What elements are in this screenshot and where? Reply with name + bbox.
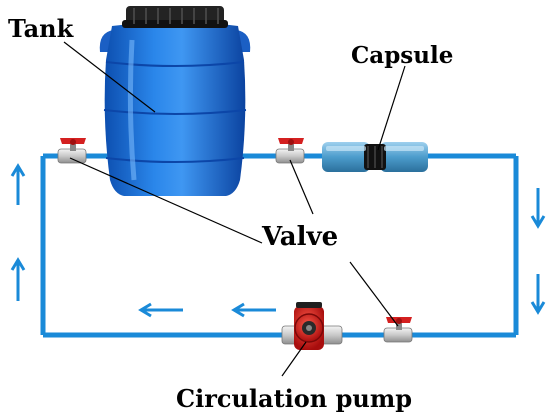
tank-barrel bbox=[99, 6, 251, 196]
arrow-down-2 bbox=[530, 274, 546, 315]
arrow-up-2 bbox=[10, 257, 26, 301]
tank-lid bbox=[122, 6, 228, 28]
arrow-left-2 bbox=[231, 302, 276, 318]
label-capsule: Capsule bbox=[351, 42, 453, 69]
valve-top-left bbox=[57, 138, 87, 164]
leader-valve-1 bbox=[69, 157, 263, 244]
leader-tank bbox=[63, 41, 156, 113]
label-valve: Valve bbox=[261, 222, 338, 252]
pipe-loop bbox=[40, 153, 519, 338]
label-pump: Circulation pump bbox=[176, 384, 412, 413]
flow-arrows bbox=[10, 163, 546, 318]
arrow-left-1 bbox=[138, 302, 183, 318]
leader-valve-3 bbox=[349, 261, 399, 327]
arrow-up-1 bbox=[10, 163, 26, 205]
arrow-down-1 bbox=[530, 188, 546, 229]
valve-top-middle bbox=[275, 138, 305, 164]
leader-lines bbox=[63, 41, 406, 377]
valve-bottom bbox=[383, 317, 413, 343]
leader-valve-2 bbox=[289, 159, 314, 215]
leader-pump bbox=[281, 341, 307, 377]
capsule-coupling bbox=[322, 142, 428, 172]
label-tank: Tank bbox=[8, 14, 75, 43]
circulation-pump bbox=[281, 302, 343, 350]
leader-capsule bbox=[377, 65, 406, 151]
